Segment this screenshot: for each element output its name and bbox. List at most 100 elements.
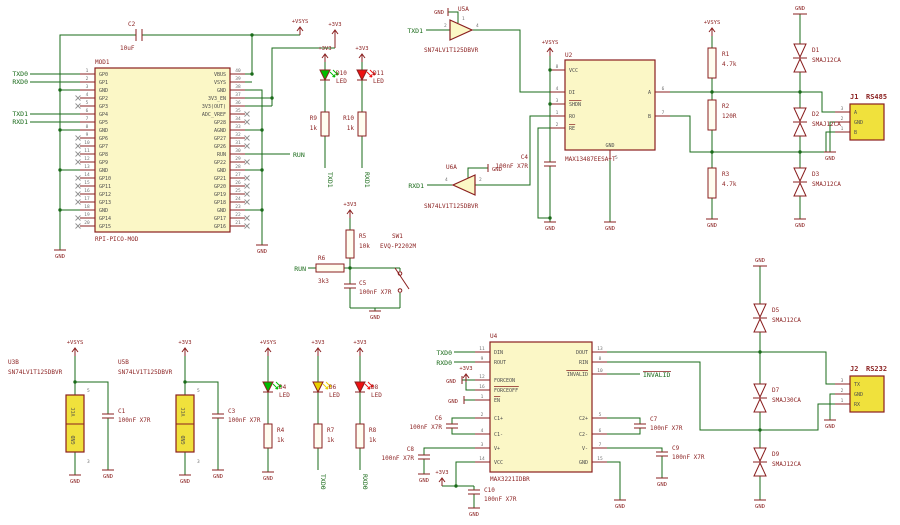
junction-dot — [348, 266, 352, 270]
junction-dot — [58, 208, 62, 212]
supply-3v3-d6: +3V3 — [311, 340, 324, 346]
gnd-u5b: GND — [180, 479, 190, 485]
u6a-value: SN74LV1T125DBVR — [424, 203, 479, 210]
junction-dot — [73, 380, 77, 384]
mod1-rpi-pico-pin-13-name: GND — [99, 168, 108, 174]
supply-vsys-u3b: +VSYS — [67, 340, 84, 346]
supply-3v3-top: +3V3 — [328, 22, 341, 28]
u4-max3221-pin-2-name: C1+ — [494, 416, 503, 422]
mod1-rpi-pico-pin-22-name: GP17 — [214, 216, 226, 222]
led-d10-body — [319, 69, 331, 82]
u4-max3221-pin-5-name: C2+ — [579, 416, 588, 422]
u6a-pin-2: 2 — [479, 177, 482, 183]
r4-ref: R4 — [277, 427, 285, 434]
led-d11 — [356, 69, 376, 82]
j1-value: RS485 — [866, 93, 887, 101]
u4-max3221-value: MAX3221IDBR — [490, 476, 530, 483]
sw1-pushbutton — [394, 267, 410, 293]
led-d8 — [354, 381, 374, 394]
mod1-rpi-pico-pin-3-number: 3 — [86, 84, 89, 90]
u3b-power-box — [65, 394, 85, 453]
mod1-rpi-pico-pin-30-number: 30 — [235, 148, 241, 154]
net-rxd0: RXD0 — [12, 78, 28, 86]
tvs-d5 — [753, 303, 767, 333]
resistor-r6 — [315, 263, 345, 273]
u2-max13487-value: MAX13487EESA+T — [565, 156, 616, 163]
tvs-d3 — [793, 167, 807, 197]
d7-ref: D7 — [772, 387, 780, 394]
mod1-rpi-pico-pin-18-number: 18 — [84, 204, 90, 210]
u4-max3221-pin-2-number: 2 — [481, 412, 484, 418]
j1-rs485-connector-pin-3-name: A — [854, 110, 857, 116]
junction-dot — [58, 128, 62, 132]
mod1-rpi-pico-pin-1-number: 1 — [86, 68, 89, 74]
junction-dot — [758, 428, 762, 432]
u4-max3221-pin-8-number: 8 — [599, 356, 602, 362]
gnd-d3: GND — [795, 223, 805, 229]
mod1-rpi-pico-pin-32-name: GP27 — [214, 136, 226, 142]
u4-max3221-pin-10-number: 10 — [597, 368, 603, 374]
u2-max13487-pin-3-number: 3 — [556, 98, 559, 104]
mod1-rpi-pico-pin-27-name: GP21 — [214, 176, 226, 182]
led-d6-emission-arrows — [322, 381, 332, 390]
led-d6-body — [312, 381, 324, 394]
d1-ref: D1 — [812, 47, 820, 54]
j1-rs485-connector-pin-3-number: 3 — [841, 106, 844, 112]
r6-ref: R6 — [318, 255, 326, 262]
led-d11-body — [356, 69, 368, 82]
gnd-right-bus: GND — [257, 249, 267, 255]
mod1-rpi-pico-pin-1-name: GP0 — [99, 72, 108, 78]
u4-max3221-pin-12-number: 12 — [479, 374, 485, 380]
u4-max3221-pin-13-name: DOUT — [576, 350, 588, 356]
supply-3v3-forceoff: +3V3 — [459, 366, 472, 372]
gnd-symbols — [54, 8, 836, 509]
mod1-rpi-pico-pin-20-number: 20 — [84, 220, 90, 226]
junction-dot — [548, 216, 552, 220]
mod1-rpi-pico-pin-34-number: 34 — [235, 116, 241, 122]
d6-value: LED — [329, 392, 340, 399]
resistor-r7 — [313, 423, 323, 449]
led-d4-emission-arrows — [272, 381, 282, 390]
resistor-r1 — [707, 47, 717, 79]
u4-max3221-pin-9-name: ROUT — [494, 360, 506, 366]
mod1-rpi-pico-pin-26-number: 26 — [235, 180, 241, 186]
mod1-rpi-pico-pin-14-number: 14 — [84, 172, 90, 178]
u3b-vcc: VCC — [71, 407, 77, 416]
mod1-rpi-pico-pin-14-name: GP10 — [99, 176, 111, 182]
d9-value: SMAJ12CA — [772, 461, 801, 468]
led-d6 — [312, 381, 332, 394]
net-rxd1-led: RXD1 — [363, 172, 371, 188]
mod1-rpi-pico-pin-29-number: 29 — [235, 156, 241, 162]
j2-rs232-connector-pin-3-name: TX — [854, 382, 860, 388]
u5a-value: SN74LV1T125DBVR — [424, 47, 479, 54]
u5b-pin-3: 3 — [197, 459, 200, 465]
u5a-pin-2: 2 — [444, 23, 447, 29]
d7-value: SMAJ30CA — [772, 397, 801, 404]
supply-3v3-vcc-u4: +3V3 — [435, 470, 448, 476]
mod1-rpi-pico-pin-36-number: 36 — [235, 100, 241, 106]
d4-value: LED — [279, 392, 290, 399]
sw1-ref: SW1 — [392, 233, 403, 240]
u2-max13487-pin-7-number: 7 — [662, 110, 665, 116]
c8-value: 100nF X7R — [381, 455, 414, 462]
resistor-r5 — [345, 229, 355, 259]
mod1-rpi-pico-pin-23-number: 23 — [235, 204, 241, 210]
c2-ref: C2 — [128, 21, 136, 28]
gnd-d4: GND — [263, 476, 273, 482]
mod1-rpi-pico-pin-18-name: GND — [99, 208, 108, 214]
gnd-u2: GND — [605, 226, 615, 232]
mod1-rpi-pico-pin-35-number: 35 — [235, 108, 241, 114]
u4-max3221-pin-16-number: 16 — [479, 384, 485, 390]
j1-ref: J1 — [850, 93, 858, 101]
u4-max3221-pin-14-number: 14 — [479, 456, 485, 462]
junction-dot — [260, 208, 264, 212]
mod1-rpi-pico-pin-7-number: 7 — [86, 116, 89, 122]
resistor-r2 — [707, 99, 717, 131]
u5a-ref: U5A — [458, 6, 469, 13]
j2-rs232-connector-pin-1-number: 1 — [841, 398, 844, 404]
mod1-rpi-pico-pin-15-name: GP11 — [99, 184, 111, 190]
d3-ref: D3 — [812, 171, 820, 178]
u3b-value: SN74LV1T125DBVR — [8, 369, 63, 376]
d11-ref: D11 — [373, 70, 384, 77]
